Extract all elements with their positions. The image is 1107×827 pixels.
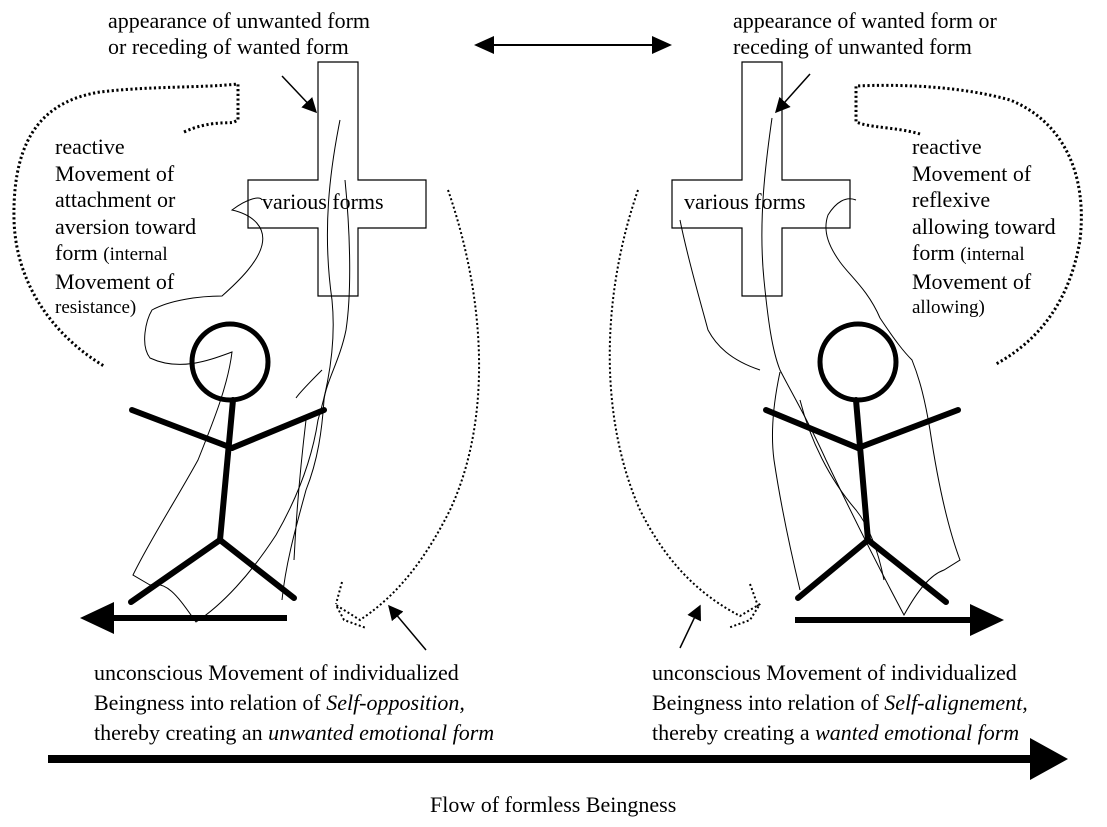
- left-bottom-pointer-arrow: [389, 606, 426, 650]
- bottom-left-line-2: Beingness into relation of: [94, 690, 326, 715]
- right-stick-figure: [766, 324, 958, 602]
- bottom-left-caption: unconscious Movement of individualized B…: [94, 658, 494, 748]
- bottom-left-line-3-italic: unwanted emotional form: [268, 720, 494, 745]
- bottom-left-line-1: unconscious Movement of individualized: [94, 658, 494, 688]
- right-side-line-2: Movement of: [912, 161, 1056, 188]
- top-double-arrow: [474, 36, 672, 54]
- right-side-line-5: form: [912, 240, 955, 265]
- left-side-line-8: resistance): [55, 295, 196, 322]
- left-emotional-form-outline-inner: [282, 180, 350, 600]
- right-side-line-7: Movement of: [912, 269, 1056, 296]
- flow-label: Flow of formless Beingness: [430, 792, 676, 818]
- left-stick-figure: [131, 324, 324, 602]
- right-side-line-3: reflexive: [912, 187, 1056, 214]
- left-side-line-7: Movement of: [55, 269, 196, 296]
- top-right-caption: appearance of wanted form or receding of…: [733, 8, 997, 59]
- left-side-caption: reactive Movement of attachment or avers…: [55, 134, 196, 322]
- left-side-line-1: reactive: [55, 134, 196, 161]
- right-side-line-1: reactive: [912, 134, 1056, 161]
- right-top-pointer-arrow: [776, 74, 810, 112]
- right-figure-head: [820, 324, 896, 400]
- left-cross-shape: [248, 62, 426, 296]
- left-leftward-arrow: [80, 602, 287, 634]
- left-side-line-4: aversion toward: [55, 214, 196, 241]
- left-form-label: various forms: [262, 189, 384, 215]
- left-side-line-2: Movement of: [55, 161, 196, 188]
- top-right-caption-line-2: receding of unwanted form: [733, 34, 997, 60]
- bottom-right-line-2: Beingness into relation of: [652, 690, 884, 715]
- top-left-caption: appearance of unwanted form or receding …: [108, 8, 370, 59]
- bottom-right-line-2-italic: Self-alignement,: [884, 690, 1028, 715]
- bottom-left-line-2-italic: Self-opposition,: [326, 690, 465, 715]
- right-side-line-8: allowing): [912, 295, 1056, 322]
- right-form-label: various forms: [684, 189, 806, 215]
- bottom-right-caption: unconscious Movement of individualized B…: [652, 658, 1028, 748]
- right-side-caption: reactive Movement of reflexive allowing …: [912, 134, 1056, 322]
- right-side-line-4: allowing toward: [912, 214, 1056, 241]
- right-cross-shape: [672, 62, 850, 296]
- top-left-caption-line-1: appearance of unwanted form: [108, 8, 370, 34]
- right-unconscious-loop: [610, 190, 760, 628]
- right-rightward-arrow: [795, 604, 1004, 636]
- top-left-caption-line-2: or receding of wanted form: [108, 34, 370, 60]
- left-side-line-6: (internal: [103, 244, 167, 265]
- left-top-pointer-arrow: [282, 76, 316, 112]
- right-bottom-pointer-arrow: [680, 606, 700, 648]
- left-side-line-5: form: [55, 240, 98, 265]
- bottom-right-line-3-italic: wanted emotional form: [815, 720, 1019, 745]
- right-side-line-6: (internal: [960, 244, 1024, 265]
- bottom-right-line-3: thereby creating a: [652, 720, 815, 745]
- bottom-right-line-1: unconscious Movement of individualized: [652, 658, 1028, 688]
- left-side-line-3: attachment or: [55, 187, 196, 214]
- bottom-left-line-3: thereby creating an: [94, 720, 268, 745]
- top-right-caption-line-1: appearance of wanted form or: [733, 8, 997, 34]
